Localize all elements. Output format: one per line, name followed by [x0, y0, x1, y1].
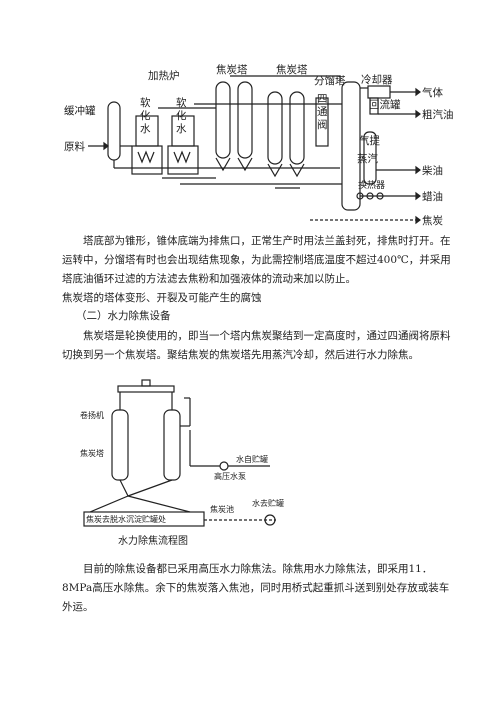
paragraph-tower-bottom: 塔底部为锥形，锥体底端为排焦口，正常生产时用法兰盖封死，排焦时打开。在运转中，分… [62, 235, 451, 285]
line-tower-corrosion: 焦炭塔的塔体变形、开裂及可能产生的腐蚀 [62, 292, 262, 304]
label-winch: 卷扬机 [80, 410, 104, 420]
label-heating-furnace: 加热炉 [148, 69, 180, 82]
label-cooler: 冷却器 [361, 73, 393, 86]
label-coke-tower: 焦炭塔 [80, 448, 104, 458]
label-four-way-valve-c: 阀 [317, 118, 328, 131]
label-four-way-valve-b: 通 [317, 106, 328, 118]
section-heading-hydraulic-decoking: （二）水力除焦设备 [76, 310, 171, 322]
label-hp-pump: 高压水泵 [214, 471, 246, 481]
label-steam: 蒸汽 [357, 152, 378, 165]
paragraph-tower-rotation: 焦炭塔是轮换使用的，即当一个塔内焦炭聚结到一定高度时，通过四通阀将原料切换到另一… [62, 330, 451, 361]
label-heat-exchanger: 换热器 [358, 179, 385, 191]
paragraph-hydraulic-method: 目前的除焦设备都已采用高压水力除焦法。除焦用水力除焦法，即采用11．8MPa高压… [62, 563, 450, 613]
label-softened-water-1b: 化 [140, 109, 151, 122]
label-buffer-tank: 缓冲罐 [64, 104, 96, 117]
label-coke-tower-1: 焦炭塔 [216, 63, 248, 76]
label-fractionator: 分馏塔 [314, 74, 346, 87]
label-gas: 气体 [422, 86, 443, 99]
label-coke-pool: 焦炭池 [210, 504, 234, 514]
figure2-caption: 水力除焦流程图 [118, 534, 188, 547]
label-feed: 原料 [64, 140, 85, 153]
label-stripper: 气提 [359, 134, 380, 147]
label-softened-water-2b: 化 [176, 109, 187, 122]
label-coke: 焦炭 [422, 214, 443, 227]
label-reflux-tank: 回流罐 [369, 98, 401, 111]
label-softened-water-1c: 水 [140, 123, 151, 135]
label-sump: 焦炭去脱水沉淀贮罐处 [86, 514, 166, 524]
label-water-storage: 水去贮罐 [252, 498, 284, 508]
label-diesel: 柴油 [422, 164, 443, 177]
coking-process-diagram: 加热炉 焦炭塔 焦炭塔 分馏塔 冷却器 气体 缓冲罐 软 化 水 软 化 水 四… [64, 63, 454, 227]
label-wax-oil: 蜡油 [422, 190, 443, 203]
hydraulic-decoking-diagram: 卷扬机 焦炭塔 水自贮罐 高压水泵 焦炭去脱水沉淀贮罐处 焦炭池 水去贮罐 水力… [80, 379, 284, 547]
label-water-tank: 水自贮罐 [236, 454, 268, 464]
label-softened-water-1a: 软 [140, 96, 151, 109]
label-coke-tower-2: 焦炭塔 [276, 63, 308, 76]
label-four-way-valve-a: 四 [317, 93, 328, 105]
label-crude-gasoline: 粗汽油 [422, 108, 454, 121]
label-softened-water-2c: 水 [176, 123, 187, 135]
label-softened-water-2a: 软 [176, 96, 187, 109]
